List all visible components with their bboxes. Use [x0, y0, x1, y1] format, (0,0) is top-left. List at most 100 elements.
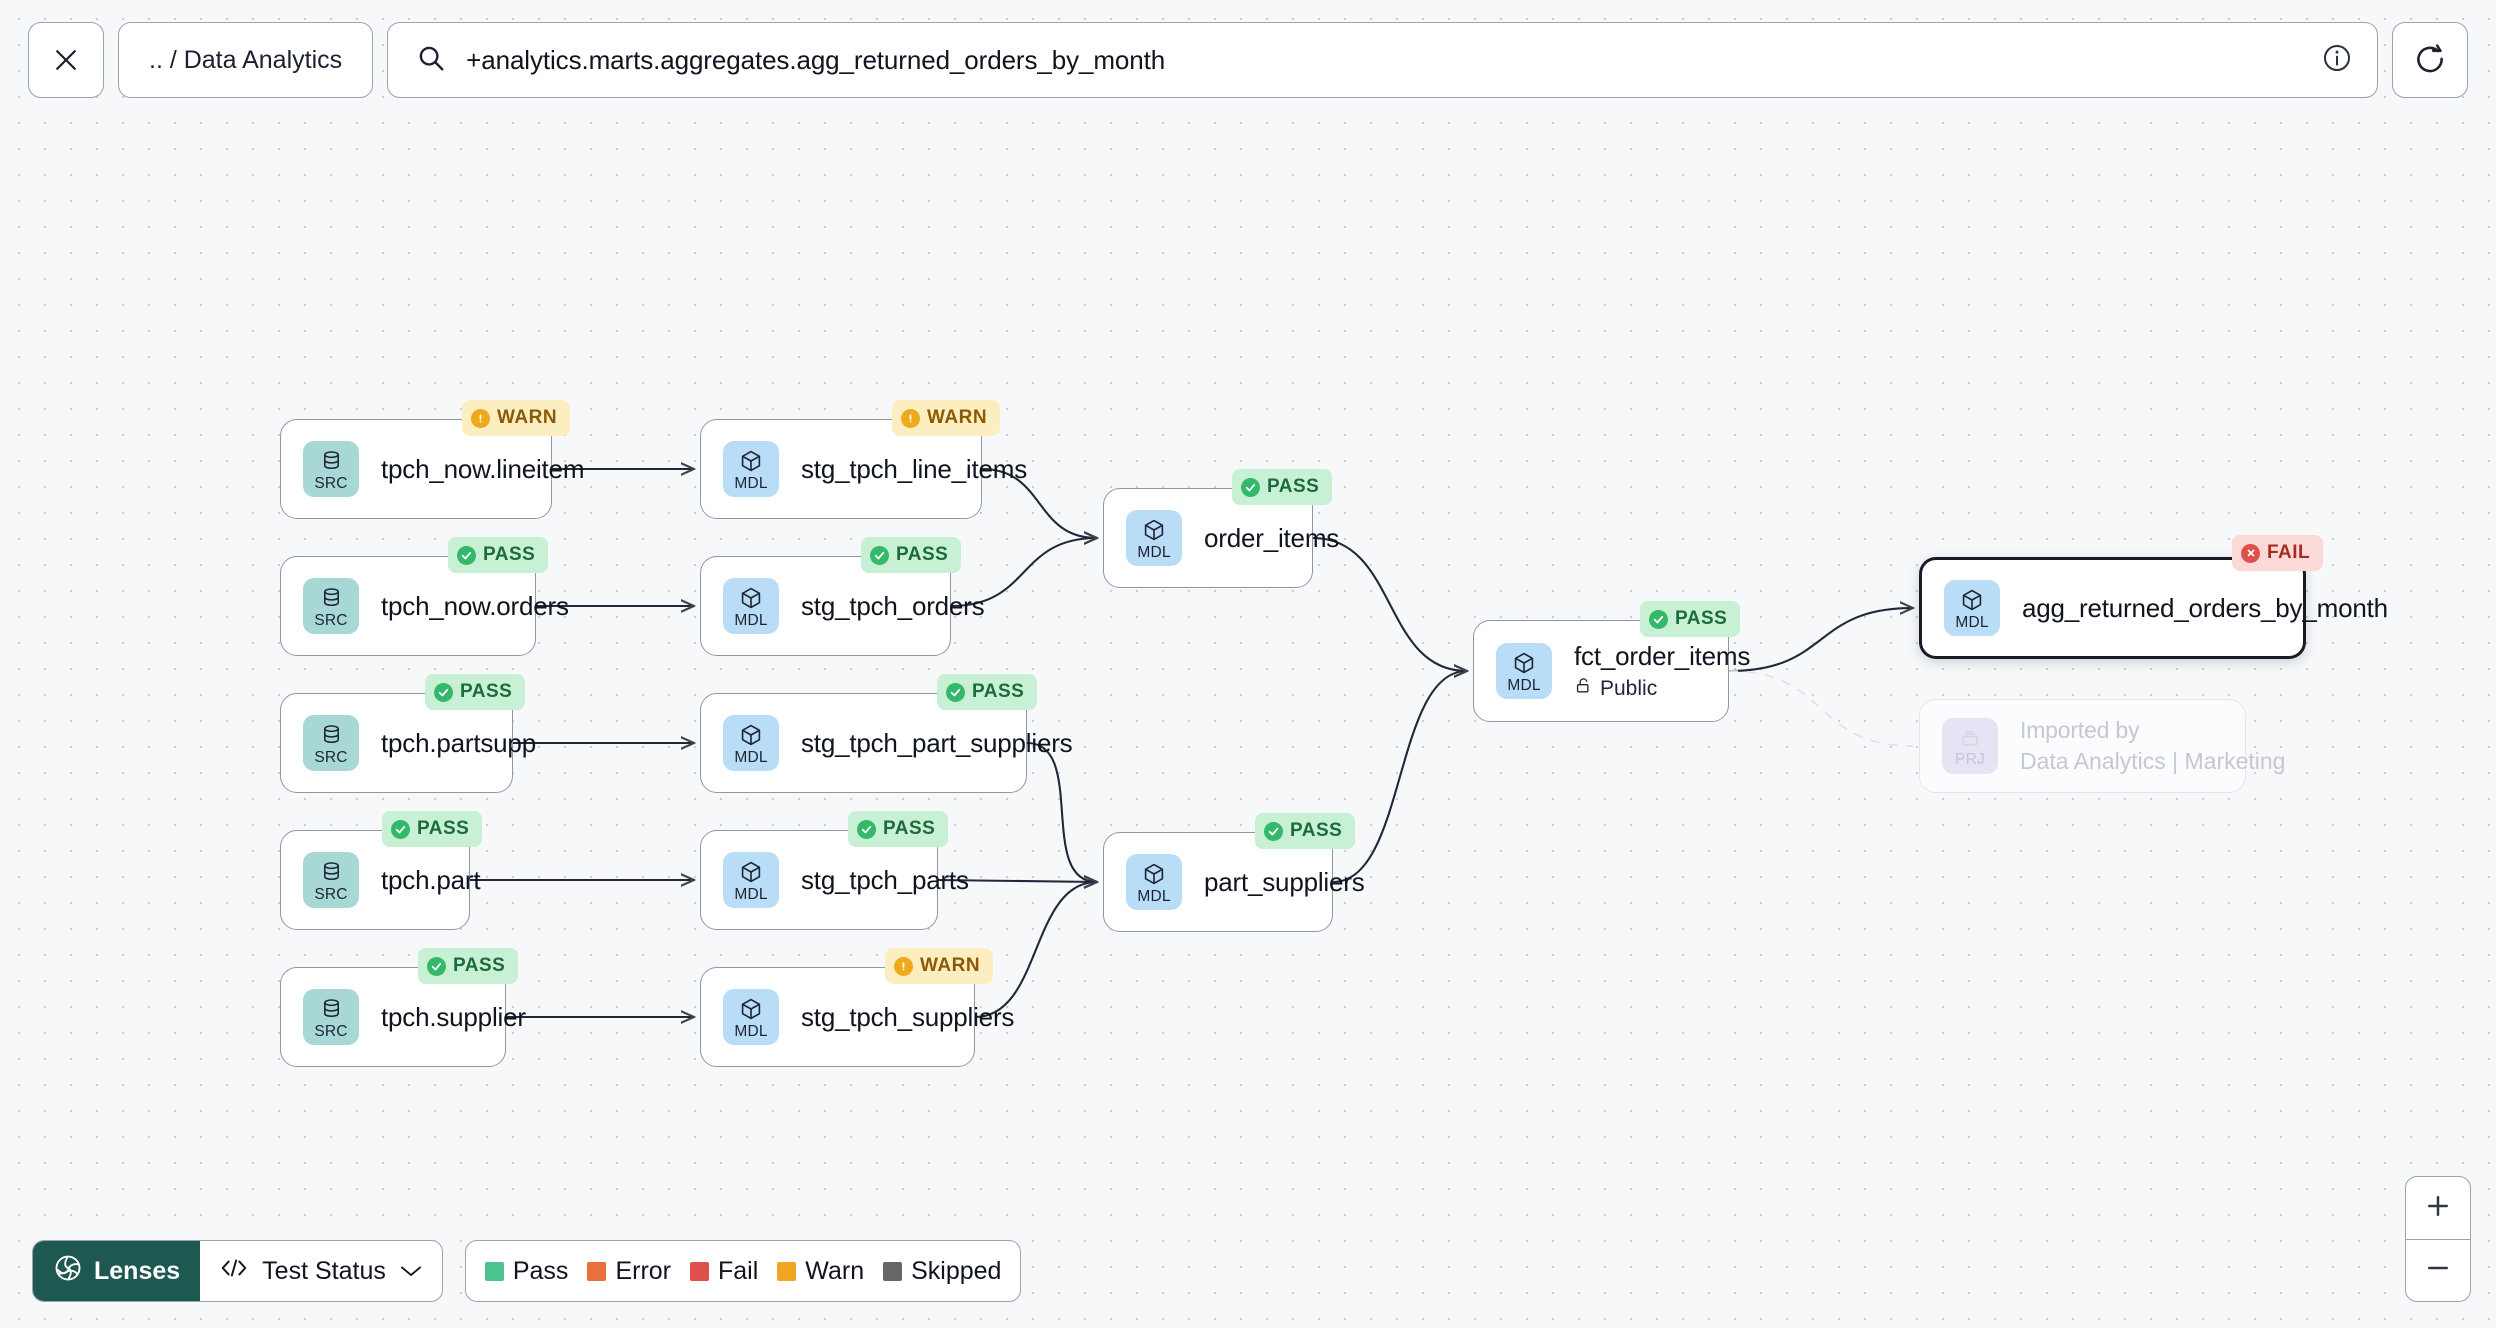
node-kind-label: MDL — [734, 1022, 768, 1040]
pass-check-icon — [391, 819, 410, 839]
legend-item-fail[interactable]: Fail — [690, 1257, 758, 1286]
src-type-icon: SRC — [303, 715, 359, 771]
node-kind-label: SRC — [314, 885, 348, 903]
node-title: order_items — [1204, 522, 1340, 553]
status-badge-label: PASS — [483, 544, 536, 565]
status-badge-stg_tpch_orders[interactable]: PASS — [861, 537, 962, 573]
status-badge-label: PASS — [883, 818, 936, 839]
edge-stg_tpch_suppliers-to-part_suppliers — [974, 882, 1097, 1019]
pass-check-icon — [857, 819, 876, 839]
status-badge-label: PASS — [972, 681, 1025, 702]
refresh-button[interactable] — [2392, 22, 2468, 98]
fail-cross-icon — [2241, 543, 2260, 563]
node-kind-label: MDL — [1955, 613, 1989, 631]
legend-item-warn[interactable]: Warn — [777, 1257, 864, 1286]
node-title: stg_tpch_line_items — [801, 453, 1027, 484]
mdl-type-icon: MDL — [1126, 854, 1182, 910]
lineage-node-agg_returned_orders_by_month[interactable]: MDL agg_returned_orders_by_month — [1919, 557, 2388, 659]
node-kind-label: MDL — [734, 474, 768, 492]
src-type-icon: SRC — [303, 989, 359, 1045]
status-badge-label: PASS — [896, 544, 949, 565]
code-icon — [219, 1256, 249, 1287]
status-badge-fct_order_items[interactable]: PASS — [1640, 601, 1741, 637]
search-icon — [416, 43, 446, 78]
status-badge-tpch_now_lineitem[interactable]: WARN — [462, 400, 571, 436]
status-badge-part_suppliers[interactable]: PASS — [1255, 813, 1356, 849]
pass-check-icon — [870, 545, 889, 565]
search-input[interactable]: +analytics.marts.aggregates.agg_returned… — [466, 44, 1166, 75]
lineage-node-stg_tpch_line_items[interactable]: MDL stg_tpch_line_items — [700, 419, 1027, 519]
legend-item-error[interactable]: Error — [587, 1257, 671, 1286]
legend-swatch-warn — [777, 1261, 797, 1281]
warn-exclamation-icon — [894, 956, 913, 976]
node-title: tpch_now.lineitem — [381, 453, 585, 484]
node-kind-label: PRJ — [1955, 750, 1985, 768]
legend-swatch-skipped — [883, 1261, 903, 1281]
lens-selector[interactable]: Test Status — [200, 1241, 442, 1301]
edge-order_items-to-fct_order_items — [1312, 536, 1467, 671]
node-title: stg_tpch_parts — [801, 864, 969, 895]
status-badge-tpch_now_orders[interactable]: PASS — [448, 537, 549, 573]
status-badge-tpch_part[interactable]: PASS — [382, 811, 483, 847]
warn-exclamation-icon — [471, 408, 490, 428]
pass-check-icon — [1264, 821, 1283, 841]
status-badge-label: PASS — [460, 681, 513, 702]
status-badge-stg_tpch_line_items[interactable]: WARN — [892, 400, 1001, 436]
node-kind-label: SRC — [314, 611, 348, 629]
search-bar[interactable]: +analytics.marts.aggregates.agg_returned… — [387, 22, 2378, 98]
node-kind-label: SRC — [314, 748, 348, 766]
node-text-block: stg_tpch_line_items — [801, 453, 1027, 485]
zoom-controls — [2405, 1176, 2471, 1302]
warn-exclamation-icon — [901, 408, 920, 428]
status-badge-label: PASS — [453, 955, 506, 976]
src-type-icon: SRC — [303, 578, 359, 634]
pass-check-icon — [1241, 477, 1260, 497]
status-badge-tpch_supplier[interactable]: PASS — [418, 948, 519, 984]
legend-item-pass[interactable]: Pass — [484, 1256, 569, 1286]
top-toolbar: .. / Data Analytics +analytics.marts.agg… — [0, 0, 2496, 120]
lenses-brand-label: Lenses — [94, 1256, 181, 1285]
lineage-node-tpch_now_lineitem[interactable]: SRC tpch_now.lineitem — [280, 419, 585, 519]
pass-check-icon — [946, 682, 965, 702]
legend-swatch-error — [587, 1261, 607, 1281]
mdl-type-icon: MDL — [723, 715, 779, 771]
lenses-brand-button[interactable]: Lenses — [33, 1241, 201, 1301]
close-button[interactable] — [28, 22, 104, 98]
node-subtitle-label: Public — [1600, 676, 1658, 700]
node-title: Imported by — [2020, 717, 2140, 743]
zoom-in-button[interactable] — [2406, 1177, 2470, 1239]
node-title: fct_order_items — [1574, 641, 1751, 671]
legend-label: Pass — [512, 1256, 569, 1285]
status-badge-label: FAIL — [2267, 542, 2311, 563]
pass-check-icon — [427, 956, 446, 976]
legend-item-skipped[interactable]: Skipped — [883, 1257, 1001, 1286]
node-title: tpch.part — [381, 864, 481, 895]
status-badge-stg_tpch_suppliers[interactable]: WARN — [885, 948, 994, 984]
status-badge-tpch_partsupp[interactable]: PASS — [425, 674, 526, 710]
status-badge-agg_returned_orders_by_month[interactable]: FAIL — [2232, 535, 2324, 571]
node-kind-label: SRC — [314, 474, 348, 492]
plus-icon — [2423, 1191, 2453, 1226]
pass-check-icon — [1649, 609, 1668, 629]
status-badge-order_items[interactable]: PASS — [1232, 469, 1333, 505]
info-icon[interactable] — [2321, 42, 2353, 79]
node-kind-label: MDL — [1137, 543, 1171, 561]
mdl-type-icon: MDL — [723, 578, 779, 634]
breadcrumb[interactable]: .. / Data Analytics — [118, 22, 374, 98]
status-badge-stg_tpch_parts[interactable]: PASS — [848, 811, 949, 847]
legend-swatch-fail — [690, 1261, 709, 1281]
zoom-out-button[interactable] — [2406, 1239, 2470, 1301]
status-badge-stg_tpch_part_suppliers[interactable]: PASS — [937, 674, 1038, 710]
lock-open-icon — [1574, 676, 1593, 701]
node-text-block: tpch.part — [381, 864, 481, 896]
node-title: agg_returned_orders_by_month — [2022, 592, 2388, 623]
